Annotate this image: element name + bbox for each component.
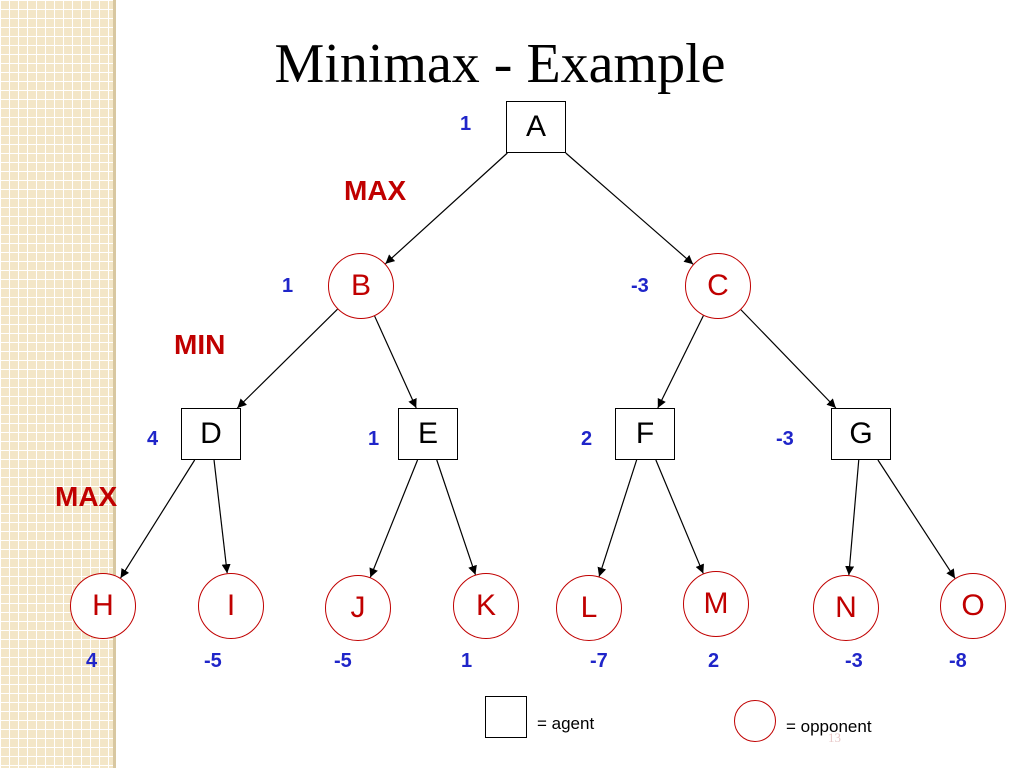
page-number: 13 bbox=[828, 730, 841, 745]
edge-c-g bbox=[740, 309, 837, 409]
tree-node-l: L bbox=[556, 575, 622, 641]
edge-c-f bbox=[657, 315, 704, 409]
tree-node-b: B bbox=[328, 253, 394, 319]
tree-node-i: I bbox=[198, 573, 264, 639]
value-label-k: 1 bbox=[461, 650, 473, 672]
tree-node-k: K bbox=[453, 573, 519, 639]
value-label-j: -5 bbox=[334, 650, 352, 672]
edge-e-j bbox=[369, 459, 419, 578]
value-label-l: -7 bbox=[590, 650, 608, 672]
level-label-max-top: MAX bbox=[344, 175, 407, 206]
tree-node-f: F bbox=[615, 408, 675, 460]
level-label-min: MIN bbox=[174, 329, 226, 360]
value-label-d: 4 bbox=[147, 428, 159, 450]
edge-b-e bbox=[374, 315, 417, 409]
value-label-n: -3 bbox=[845, 650, 863, 672]
edge-a-b bbox=[385, 152, 508, 265]
legend-opponent-label: = opponent bbox=[786, 717, 872, 736]
legend-agent-label: = agent bbox=[537, 714, 595, 733]
legend-agent-square bbox=[485, 696, 527, 738]
tree-node-h: H bbox=[70, 573, 136, 639]
tree-node-e: E bbox=[398, 408, 458, 460]
edge-e-k bbox=[436, 459, 477, 575]
edge-f-m bbox=[655, 459, 704, 574]
value-label-m: 2 bbox=[708, 650, 720, 672]
value-label-o: -8 bbox=[949, 650, 967, 672]
tree-node-a: A bbox=[506, 101, 566, 153]
value-label-a: 1 bbox=[460, 113, 472, 135]
tree-node-j: J bbox=[325, 575, 391, 641]
tree-node-g: G bbox=[831, 408, 891, 460]
edge-f-l bbox=[597, 459, 638, 577]
legend-opponent-circle bbox=[734, 700, 776, 742]
tree-node-c: C bbox=[685, 253, 751, 319]
tree-node-n: N bbox=[813, 575, 879, 641]
value-label-g: -3 bbox=[776, 428, 794, 450]
value-label-e: 1 bbox=[368, 428, 380, 450]
edge-a-c bbox=[565, 152, 694, 265]
decorative-sidebar bbox=[0, 0, 113, 768]
tree-node-m: M bbox=[683, 571, 749, 637]
slide-title: Minimax - Example bbox=[274, 33, 726, 95]
value-label-h: 4 bbox=[86, 650, 98, 672]
edge-g-n bbox=[845, 459, 860, 576]
edge-d-i bbox=[213, 459, 231, 574]
edge-g-o bbox=[877, 459, 956, 579]
value-label-b: 1 bbox=[282, 275, 294, 297]
value-label-i: -5 bbox=[204, 650, 222, 672]
sidebar-border bbox=[113, 0, 116, 768]
level-label-max-bottom: MAX bbox=[55, 481, 118, 512]
edge-d-h bbox=[120, 459, 196, 579]
tree-node-o: O bbox=[940, 573, 1006, 639]
value-label-c: -3 bbox=[631, 275, 649, 297]
edge-b-d bbox=[236, 308, 338, 409]
tree-node-d: D bbox=[181, 408, 241, 460]
value-label-f: 2 bbox=[581, 428, 593, 450]
